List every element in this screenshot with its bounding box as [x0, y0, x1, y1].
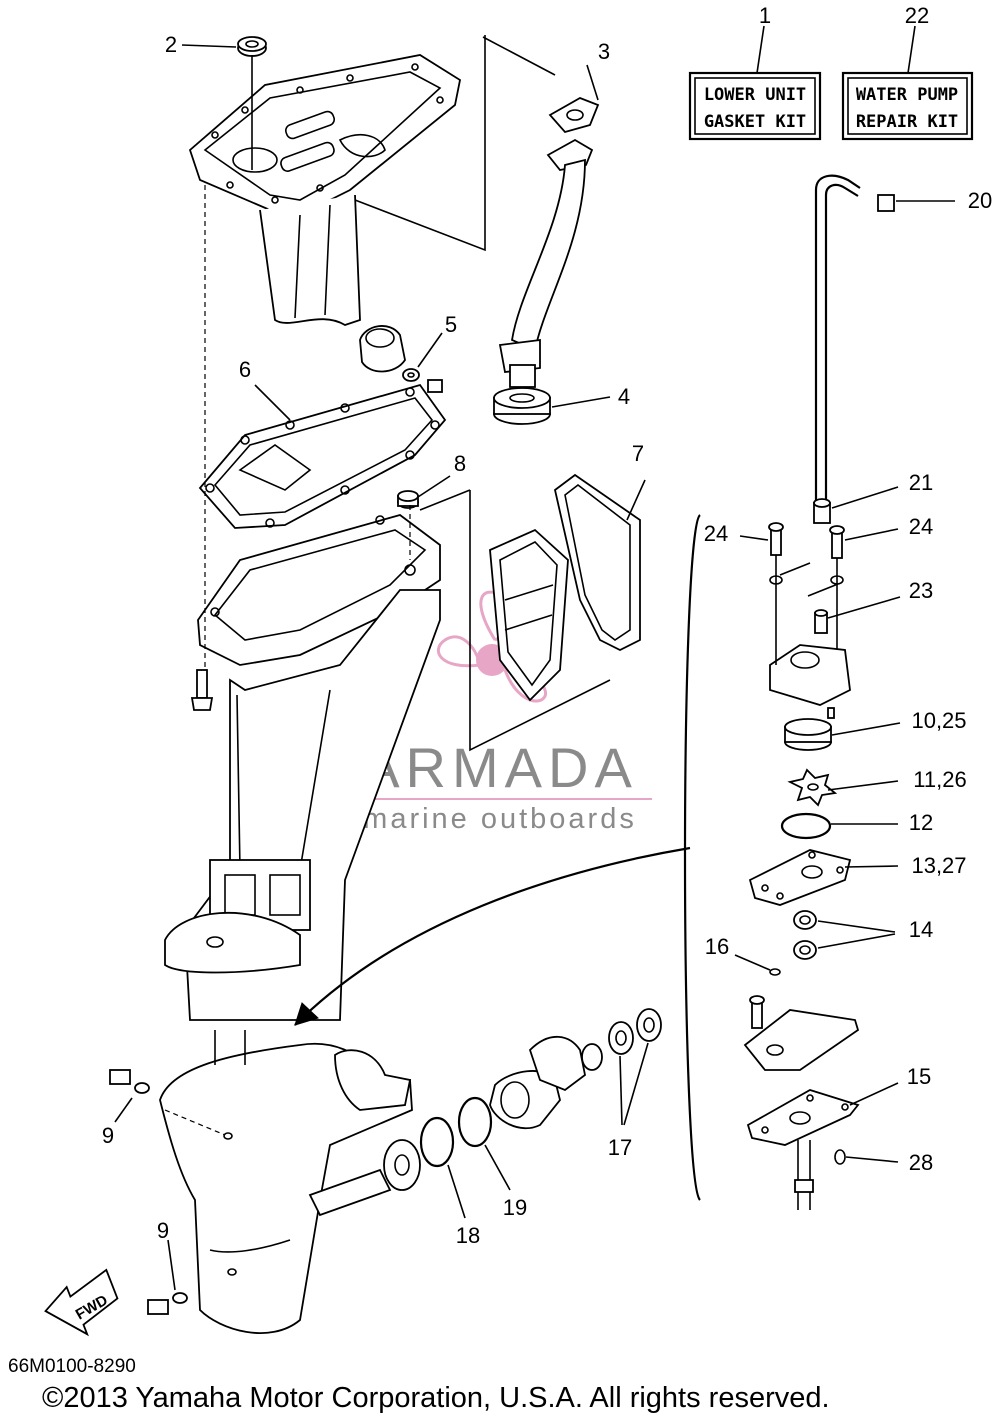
callout-6: 6	[239, 357, 251, 382]
armada-watermark: ARMADA marine outboards	[348, 590, 652, 835]
callout-20: 20	[968, 188, 992, 213]
callout-24a: 24	[704, 521, 728, 546]
part-24-bolts: 24 24	[704, 514, 933, 597]
part-23-pin: 23	[814, 578, 933, 634]
callout-13: 13,27	[911, 853, 966, 878]
callout-14: 14	[909, 917, 933, 942]
part-2-bushing: 2	[165, 32, 267, 170]
callout-2: 2	[165, 32, 177, 57]
callout-10: 10,25	[911, 708, 966, 733]
part-6-gasket: 6	[198, 357, 447, 529]
bracket-upper	[354, 35, 486, 252]
part-13-plate: 13,27	[748, 849, 967, 906]
part-4-grommet: 4	[493, 384, 630, 425]
part-9-drain-screw-lower: 9	[147, 1218, 188, 1315]
part-11-impeller: 11,26	[787, 767, 967, 807]
callout-5: 5	[445, 312, 457, 337]
kit-lower-unit-number: 1	[759, 3, 771, 28]
callout-23: 23	[909, 578, 933, 603]
watermark-name: ARMADA	[362, 736, 638, 799]
copyright-text: ©2013 Yamaha Motor Corporation, U.S.A. A…	[42, 1382, 830, 1414]
callout-4: 4	[618, 384, 630, 409]
propshaft-housing	[489, 1035, 586, 1130]
part-14-bearings: 14	[793, 910, 933, 960]
part-19-oring: 19	[457, 1096, 527, 1220]
kit-water-pump-line2: REPAIR KIT	[856, 112, 958, 132]
part-18-oring: 18	[419, 1116, 480, 1248]
callout-8: 8	[454, 451, 466, 476]
callout-19: 19	[503, 1195, 527, 1220]
diagram-code: 66M0100-8290	[8, 1356, 136, 1377]
bracket-lower	[469, 490, 611, 752]
callout-17: 17	[608, 1135, 632, 1160]
callout-3: 3	[598, 39, 610, 64]
kit-water-pump-number: 22	[905, 3, 929, 28]
kit-lower-unit-line2: GASKET KIT	[704, 112, 806, 132]
callout-7: 7	[632, 441, 644, 466]
watermark-tagline: marine outboards	[363, 803, 637, 835]
callout-24b: 24	[909, 514, 933, 539]
part-10-insert: 10,25	[784, 707, 967, 751]
part-8-grommet: 8	[397, 451, 466, 509]
flow-arrow	[294, 846, 691, 1026]
fwd-arrow: FWD	[44, 1268, 119, 1337]
part-16-oring: 16	[705, 934, 781, 976]
part-15-gasket: 15	[746, 1064, 931, 1146]
upper-casing	[188, 54, 462, 326]
water-tube-20: 20	[814, 174, 992, 500]
part-21-grommet: 21	[813, 470, 933, 524]
pump-housing	[769, 555, 851, 706]
pump-base	[743, 995, 860, 1071]
pump-bracket	[683, 514, 701, 1201]
lower-casing	[164, 514, 441, 1021]
gearcase	[159, 1030, 413, 1334]
callout-11: 11,26	[913, 767, 966, 792]
callout-12: 12	[909, 810, 933, 835]
kit-lower-unit: LOWER UNIT GASKET KIT 1	[688, 3, 822, 141]
kit-water-pump-line1: WATER PUMP	[856, 85, 958, 105]
kit-lower-unit-line1: LOWER UNIT	[704, 85, 806, 105]
part-18-bearing	[383, 1139, 421, 1191]
part-3-water-tube: 3	[498, 39, 610, 388]
casing-bolt	[190, 669, 214, 711]
callout-15: 15	[907, 1064, 931, 1089]
callout-9b: 9	[157, 1218, 169, 1243]
driveshaft-stub	[794, 1140, 814, 1210]
callout-16: 16	[705, 934, 729, 959]
part-12-oring: 12	[780, 810, 933, 840]
part-7-plate: 7	[489, 441, 646, 702]
part-28-ring: 28	[834, 1149, 933, 1175]
callout-21: 21	[909, 470, 933, 495]
callout-28: 28	[909, 1150, 933, 1175]
callout-9a: 9	[102, 1123, 114, 1148]
callout-18: 18	[456, 1223, 480, 1248]
part-9-drain-screw-upper: 9	[102, 1069, 150, 1148]
part-17-seals: 17	[581, 1008, 662, 1160]
part-5-seal: 5	[359, 312, 457, 393]
kit-water-pump: WATER PUMP REPAIR KIT 22	[841, 3, 974, 141]
